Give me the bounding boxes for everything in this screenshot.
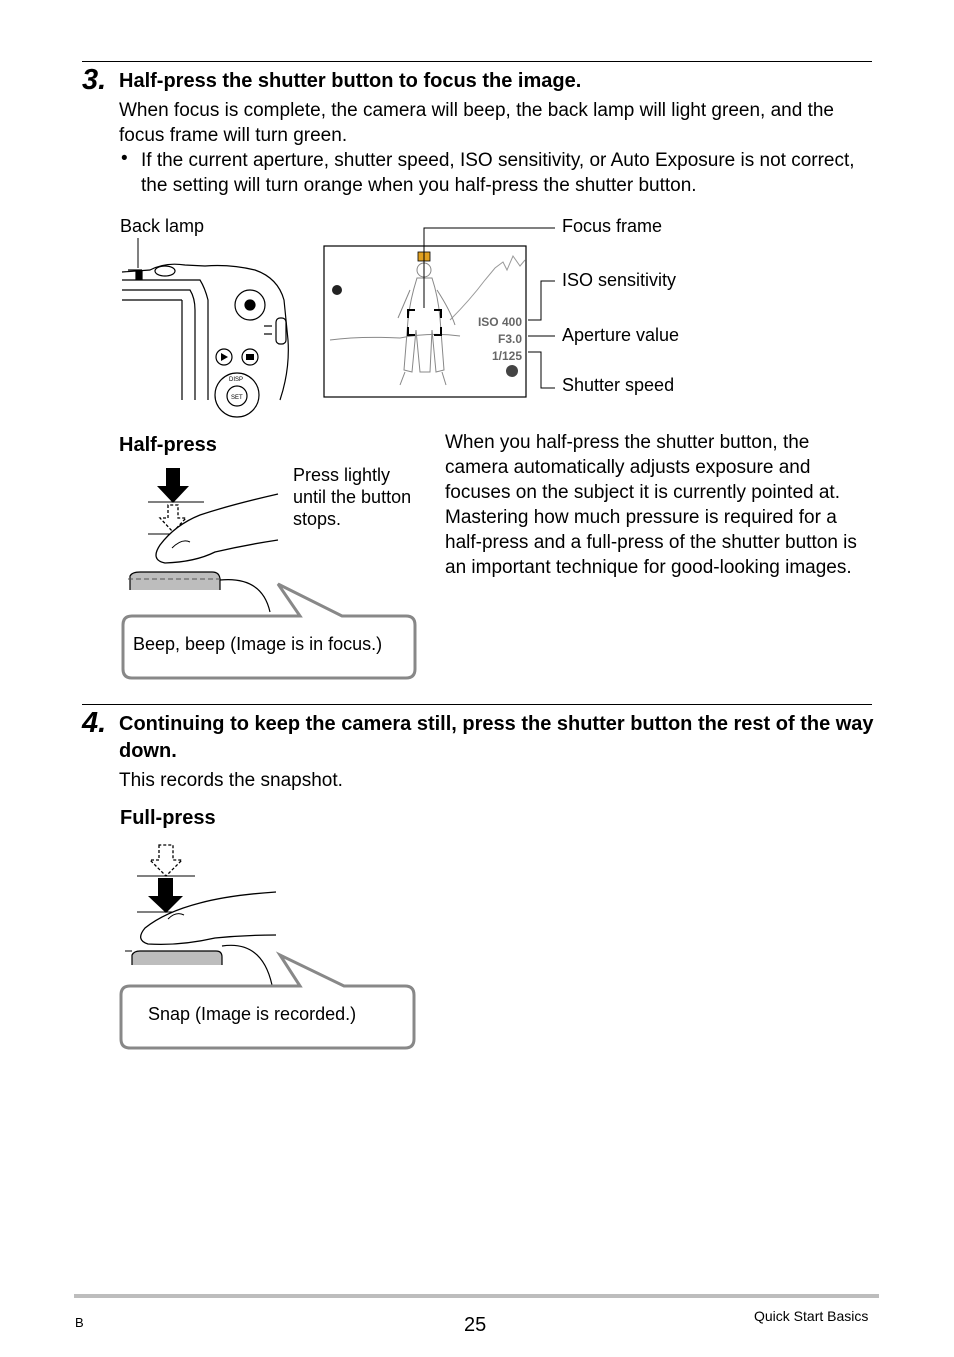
full-press-heading: Full-press (120, 807, 216, 829)
camera-back-illustration: DISP SET (121, 263, 289, 418)
label-focus-frame: Focus frame (562, 216, 663, 236)
footer-rule (74, 1294, 879, 1298)
label-back-lamp: Back lamp (120, 216, 205, 236)
page-number: 25 (464, 1314, 487, 1336)
bullet-text: If the current aperture, shutter speed, … (141, 150, 855, 196)
step-number: 4. (82, 707, 107, 739)
step-number: 3. (82, 64, 107, 96)
step-body: When focus is complete, the camera will … (119, 100, 834, 146)
step-body: This records the snapshot. (119, 770, 343, 791)
label-shutter-speed: Shutter speed (562, 375, 675, 395)
half-press-heading: Half-press (119, 434, 217, 456)
section-divider (82, 61, 872, 62)
shutter-readout: 1/125 (492, 349, 522, 363)
label-iso-sensitivity: ISO sensitivity (562, 270, 677, 290)
half-press-explanation: When you half-press the shutter button, … (445, 432, 857, 578)
step-title: Half-press the shutter button to focus t… (119, 70, 582, 92)
footer-language-mark: B (75, 1315, 84, 1330)
iso-readout: ISO 400 (478, 315, 522, 329)
lcd-screen: ISO 400 F3.0 1/125 (323, 245, 527, 398)
section-divider (82, 704, 872, 705)
half-press-illustration (121, 468, 417, 680)
footer-section-title: Quick Start Basics (754, 1308, 869, 1324)
half-press-hint: Press lightly until the button stops. (293, 465, 412, 529)
callout-leaders (423, 227, 555, 389)
aperture-readout: F3.0 (498, 332, 522, 346)
full-press-illustration (119, 844, 416, 1050)
half-press-bubble: Beep, beep (Image is in focus.) (133, 634, 383, 654)
disp-mark: DISP (229, 377, 243, 383)
step-title: Continuing to keep the camera still, pre… (119, 713, 874, 762)
set-mark: SET (231, 395, 243, 401)
full-press-bubble: Snap (Image is recorded.) (148, 1004, 357, 1024)
label-aperture-value: Aperture value (562, 325, 680, 345)
bullet-marker: • (121, 148, 128, 169)
